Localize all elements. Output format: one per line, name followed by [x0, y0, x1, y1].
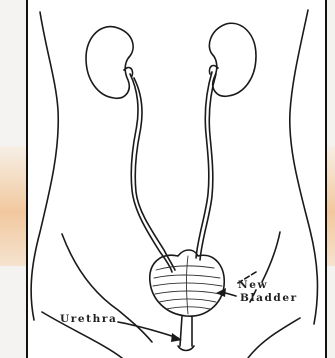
right-ureter [196, 72, 212, 258]
bladder-center-seam [187, 256, 189, 314]
left-ureter-inner [134, 78, 175, 270]
bladder-fold-4 [155, 291, 220, 294]
left-kidney [86, 27, 133, 99]
right-kidney [209, 23, 256, 96]
torso-right-outline [290, 10, 318, 324]
label-bladder: Bladder [240, 293, 298, 304]
thigh-right-line [248, 318, 300, 358]
label-urethra: Urethra [60, 314, 117, 325]
urethra-left-wall [180, 316, 182, 346]
bladder-fold-3 [153, 283, 222, 286]
left-ureter [130, 74, 172, 272]
pelvis-right-line [262, 232, 280, 282]
urethra-leader-line [118, 322, 178, 338]
torso-left-outline [31, 12, 58, 320]
label-new: New [238, 280, 268, 291]
bladder-fold-1 [156, 266, 214, 270]
